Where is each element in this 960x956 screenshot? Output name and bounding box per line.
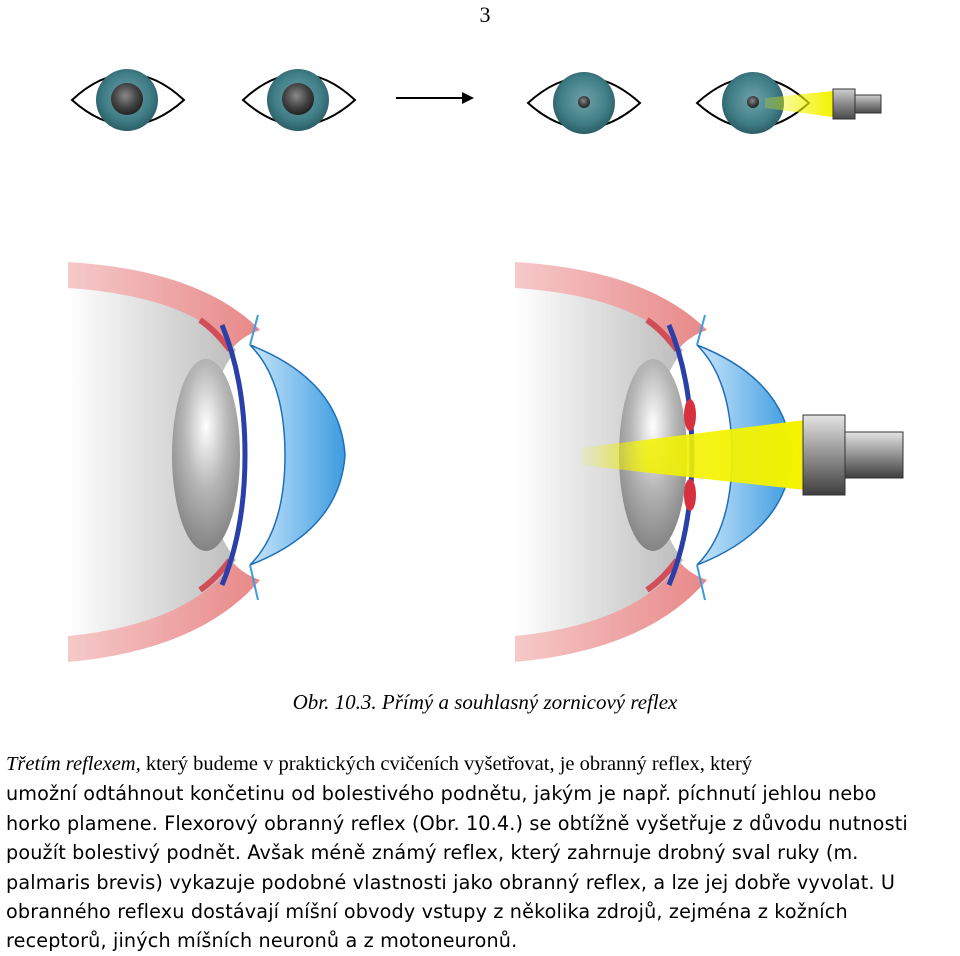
paragraph-line-text: který budeme v praktických cvičeních vyš… xyxy=(140,753,753,775)
paragraph-line: umožní odtáhnout končetinu od bolestivéh… xyxy=(6,782,877,806)
eye-icon xyxy=(526,72,642,134)
eye-cross-section-icon xyxy=(515,262,805,662)
eye-icon xyxy=(70,69,186,131)
flashlight-icon xyxy=(802,414,904,496)
eye-cross-section-icon xyxy=(68,262,346,662)
flashlight-icon xyxy=(832,88,882,120)
paragraph-line: receptorů, jiných míšních neuronů a z mo… xyxy=(6,929,518,953)
eye-icon xyxy=(695,72,833,134)
eye-icon xyxy=(241,69,357,131)
paragraph-line: použít bolestivý podnět. Avšak méně znám… xyxy=(6,841,859,865)
paragraph-lead: Třetím reflexem, xyxy=(6,753,141,775)
paragraph-line: obranného reflexu dostávají míšní obvody… xyxy=(6,900,848,924)
figure-caption: Obr. 10.3. Přímý a souhlasný zornicový r… xyxy=(292,690,678,714)
paragraph-line: Třetím reflexem, který budeme v praktick… xyxy=(6,750,954,779)
arrow-right-icon xyxy=(396,92,474,104)
body-paragraph: Třetím reflexem, který budeme v praktick… xyxy=(6,750,954,956)
pupil-reflex-front-view xyxy=(70,69,882,134)
paragraph-line: horko plamene. Flexorový obranný reflex … xyxy=(6,811,908,835)
paragraph-line: palmaris brevis) vykazuje podobné vlastn… xyxy=(6,870,896,894)
eye-cross-section-figure xyxy=(68,262,904,662)
page-number: 3 xyxy=(479,2,491,27)
